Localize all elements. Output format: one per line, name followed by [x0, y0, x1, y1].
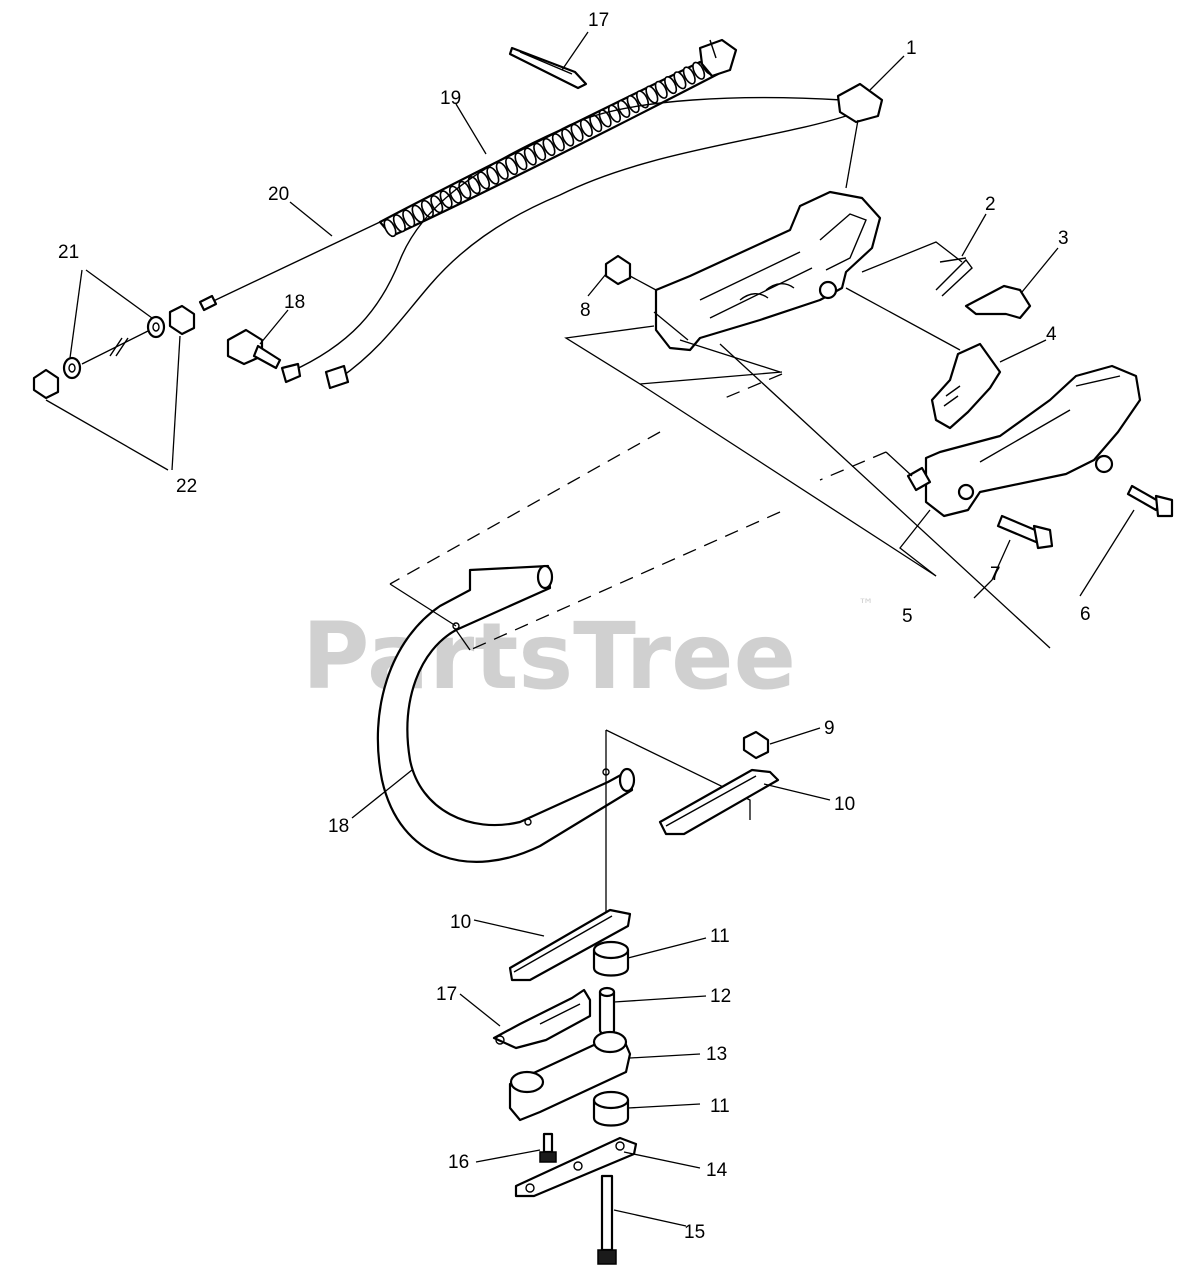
- nut-part-9: [742, 730, 770, 760]
- handle-housing-right-part: [906, 364, 1142, 518]
- callout-15: 15: [684, 1222, 705, 1243]
- callout-17: 17: [436, 984, 457, 1005]
- callout-10-upper: 10: [834, 794, 855, 815]
- callout-13: 13: [706, 1044, 727, 1065]
- cable-coil-ring: [589, 114, 603, 133]
- cable-coil-ring: [664, 75, 678, 95]
- bracket-part-10-lower: [508, 908, 632, 982]
- cable-coil-ring: [392, 214, 406, 233]
- throttle-cable-part: [198, 38, 738, 312]
- callout-14: 14: [706, 1160, 728, 1181]
- cable-coil-ring: [654, 80, 668, 99]
- bolt-part-7: [996, 514, 1054, 550]
- callout-11-upper: 11: [710, 926, 730, 947]
- cable-coil-ring: [514, 152, 528, 171]
- callout-12: 12: [710, 986, 731, 1007]
- cable-coil-ring: [383, 218, 397, 238]
- watermark-trademark: ™: [858, 595, 874, 614]
- rubber-mount-lower: [592, 1090, 630, 1127]
- callout-7: 7: [990, 564, 1001, 585]
- handle-housing-left-part: [654, 190, 963, 352]
- callout-21: 19: [440, 88, 461, 109]
- callout-5: 5: [902, 606, 913, 627]
- callout-22: 20: [268, 184, 289, 205]
- bolt-part-6: [1126, 484, 1174, 518]
- callout-23: 21: [58, 242, 79, 263]
- stop-switch-wire-part: [280, 82, 884, 390]
- assembly-lines: [389, 311, 1135, 912]
- callout-9: 9: [824, 718, 835, 739]
- cable-coil-ring: [682, 66, 696, 85]
- callout-3: 3: [1058, 228, 1069, 249]
- cable-coil-ring: [570, 123, 584, 142]
- callout-16: 16: [448, 1152, 469, 1173]
- cable-coil-ring: [626, 95, 640, 114]
- throttle-trigger-part: [930, 342, 1002, 430]
- rubber-mount-upper: [592, 940, 630, 977]
- cable-coil-ring: [495, 161, 509, 180]
- callout-11-lower: 11: [710, 1096, 730, 1117]
- nut-washer-set: [32, 269, 196, 471]
- label-leaders: [259, 31, 1059, 1227]
- cable-coil-ring: [607, 104, 621, 123]
- cable-coil-ring: [542, 137, 556, 157]
- callout-18: 18: [328, 816, 349, 837]
- callout-24: 22: [176, 476, 197, 497]
- callout-6: 6: [1080, 604, 1091, 625]
- cable-coil-ring: [551, 133, 565, 152]
- plate-part: [514, 1136, 638, 1198]
- cable-coil-ring: [598, 109, 612, 128]
- callout-1: 1: [906, 38, 917, 59]
- callout-20: 18: [284, 292, 305, 313]
- watermark: PartsTree: [302, 603, 796, 710]
- cable-coil-ring: [448, 185, 462, 204]
- screw-part: [226, 328, 282, 370]
- callout-10-lower: 10: [450, 912, 471, 933]
- front-handle-part: [376, 564, 636, 863]
- callout-8: 8: [580, 300, 591, 321]
- bracket-part-17: [492, 988, 592, 1050]
- callout-labels: 17 1 19 20 2 3 21 18 8 4 22 7 5 6 9 10 1…: [58, 10, 1091, 1243]
- cable-coil-ring: [505, 156, 519, 176]
- cable-coil-ring: [458, 180, 472, 199]
- bracket-part-10-upper: [658, 768, 780, 836]
- cable-coil-ring: [692, 61, 706, 80]
- spring-part: [935, 257, 973, 297]
- cable-coil-ring: [533, 142, 547, 161]
- lever-part: [964, 284, 1032, 320]
- cable-coil-ring: [561, 128, 575, 147]
- cable-coil-ring: [467, 176, 481, 195]
- callout-2: 2: [985, 194, 996, 215]
- nut-part-8: [604, 254, 657, 291]
- long-bolt-part: [597, 1174, 617, 1265]
- cable-coil-ring: [636, 90, 650, 109]
- cable-coil-ring: [645, 85, 659, 104]
- screw-part-16: [539, 1132, 557, 1163]
- callout-19: 17: [588, 10, 609, 31]
- cable-tie-part: [508, 46, 588, 90]
- callout-4: 4: [1046, 324, 1057, 345]
- cable-coil-ring: [402, 209, 416, 228]
- dampener-arm-part: [508, 1030, 632, 1122]
- pin-part: [598, 986, 616, 1036]
- cable-coil-ring: [523, 147, 537, 166]
- cable-coil-ring: [673, 71, 687, 90]
